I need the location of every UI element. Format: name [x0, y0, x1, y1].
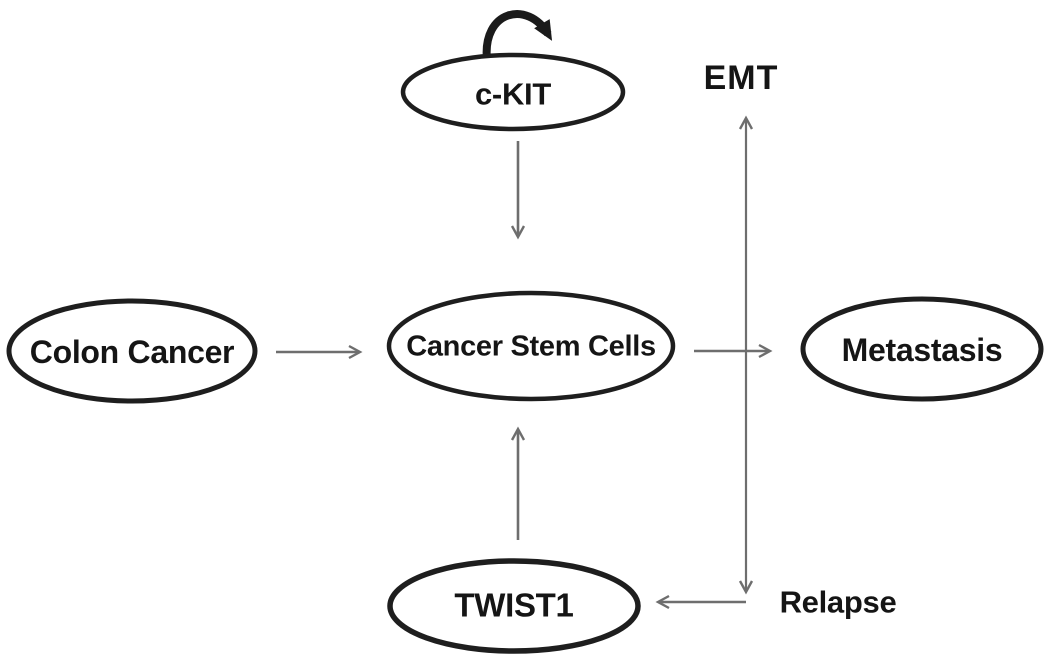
node-metastasis — [800, 296, 1044, 402]
node-cancer-stem-cells-label: Cancer Stem Cells — [406, 330, 656, 363]
node-colon-cancer — [6, 298, 258, 404]
node-twist1-label: TWIST1 — [454, 586, 574, 624]
node-colon-cancer-label: Colon Cancer — [29, 334, 235, 370]
node-c-kit — [400, 52, 626, 132]
c-kit-self-loop-arrow — [482, 10, 553, 61]
relapse-label: Relapse — [779, 584, 897, 620]
node-c-kit-label: c-KIT — [474, 76, 552, 112]
node-twist1 — [387, 558, 641, 654]
node-cancer-stem-cells — [386, 290, 676, 402]
node-metastasis-label: Metastasis — [841, 332, 1003, 368]
emt-label: EMT — [703, 59, 779, 97]
